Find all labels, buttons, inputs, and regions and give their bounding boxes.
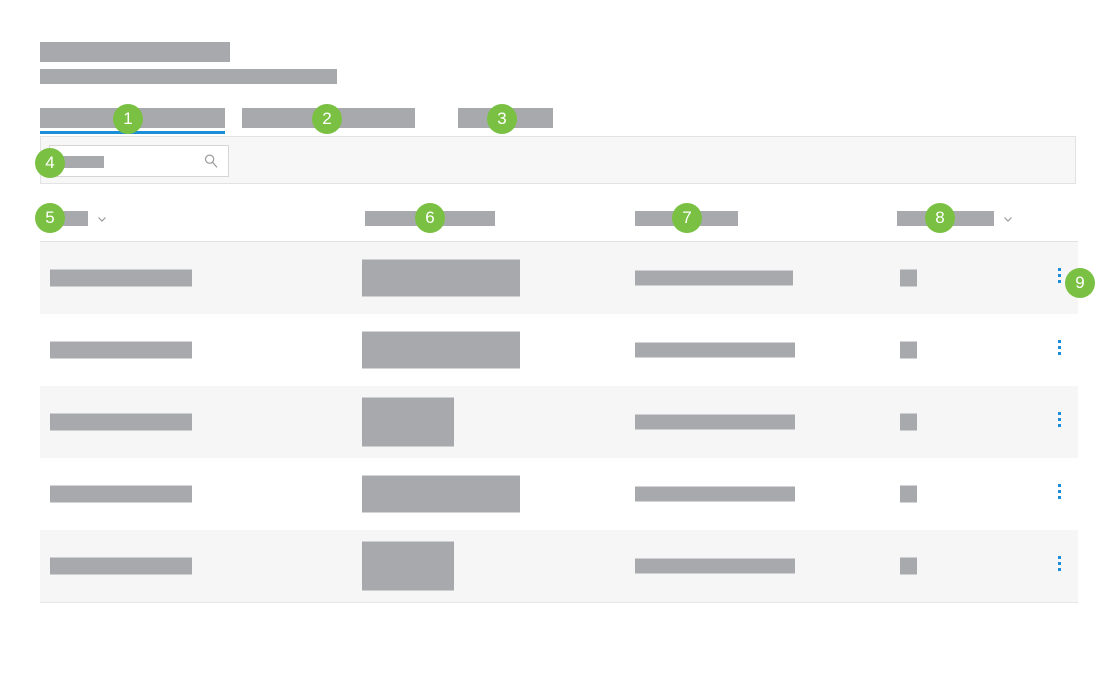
table-cell-2: [362, 397, 454, 447]
page-title: [40, 42, 230, 62]
page-header: [40, 42, 337, 84]
table-body: [40, 242, 1078, 603]
table-cell-2-value: [362, 331, 520, 369]
table-cell-4-value: [900, 557, 917, 575]
table-cell-3: [635, 270, 793, 286]
tab-item-1[interactable]: [40, 105, 225, 134]
table-cell-4-value: [900, 269, 917, 287]
table-cell-3: [635, 486, 795, 502]
table-cell-2-value: [362, 541, 454, 591]
tab-item-2[interactable]: [242, 105, 415, 134]
more-options-icon[interactable]: [1050, 484, 1068, 504]
tab-bar: [40, 105, 1078, 134]
table-cell-4-value: [900, 485, 917, 503]
table-header-row: [40, 196, 1078, 242]
table-cell-4-value: [900, 413, 917, 431]
table-cell-2: [362, 259, 520, 297]
chevron-down-icon[interactable]: [1002, 213, 1014, 225]
table-cell-3-value: [635, 486, 795, 502]
table-cell-2-value: [362, 397, 454, 447]
table-cell-1-value: [50, 341, 192, 359]
more-options-icon[interactable]: [1050, 412, 1068, 432]
more-options-icon[interactable]: [1050, 556, 1068, 576]
table-cell-4: [900, 557, 917, 575]
table-cell-3: [635, 414, 795, 430]
table-cell-1: [50, 341, 192, 359]
more-options-icon[interactable]: [1050, 340, 1068, 360]
table-row[interactable]: [40, 458, 1078, 530]
table-cell-1: [50, 269, 192, 287]
search-input[interactable]: [49, 145, 229, 177]
table-cell-3-value: [635, 558, 795, 574]
table-cell-3: [635, 558, 795, 574]
table-cell-4: [900, 413, 917, 431]
table-row[interactable]: [40, 314, 1078, 386]
table-row[interactable]: [40, 386, 1078, 458]
column-header-1[interactable]: [50, 196, 108, 241]
table-cell-4: [900, 269, 917, 287]
data-table: [40, 196, 1078, 603]
more-options-icon[interactable]: [1050, 268, 1068, 288]
table-cell-1-value: [50, 269, 192, 287]
table-cell-4-value: [900, 341, 917, 359]
tab-item-3[interactable]: [458, 105, 553, 134]
table-cell-3-value: [635, 414, 795, 430]
table-cell-4: [900, 341, 917, 359]
search-input-value: [62, 156, 104, 168]
table-cell-2-value: [362, 259, 520, 297]
table-cell-1: [50, 413, 192, 431]
table-cell-2: [362, 331, 520, 369]
column-header-4[interactable]: [897, 196, 1014, 241]
tab-item-1-label: [40, 108, 225, 128]
chevron-down-icon[interactable]: [96, 213, 108, 225]
page-subtitle: [40, 69, 337, 84]
table-cell-1-value: [50, 557, 192, 575]
column-header-2[interactable]: [365, 196, 495, 241]
tab-item-2-label: [242, 108, 415, 128]
table-cell-3-value: [635, 342, 795, 358]
table-cell-2-value: [362, 475, 520, 513]
tab-item-3-label: [458, 108, 553, 128]
search-icon[interactable]: [203, 153, 219, 169]
filter-toolbar: [40, 136, 1076, 184]
column-header-3-label: [635, 211, 738, 226]
table-cell-2: [362, 541, 454, 591]
column-header-3[interactable]: [635, 196, 738, 241]
column-header-4-label: [897, 211, 994, 226]
table-cell-4: [900, 485, 917, 503]
table-cell-1: [50, 485, 192, 503]
column-header-1-label: [50, 211, 88, 226]
table-row[interactable]: [40, 530, 1078, 602]
table-cell-3: [635, 342, 795, 358]
table-cell-1: [50, 557, 192, 575]
table-cell-1-value: [50, 485, 192, 503]
table-row[interactable]: [40, 242, 1078, 314]
column-header-2-label: [365, 211, 495, 226]
table-cell-1-value: [50, 413, 192, 431]
table-cell-3-value: [635, 270, 793, 286]
table-cell-2: [362, 475, 520, 513]
